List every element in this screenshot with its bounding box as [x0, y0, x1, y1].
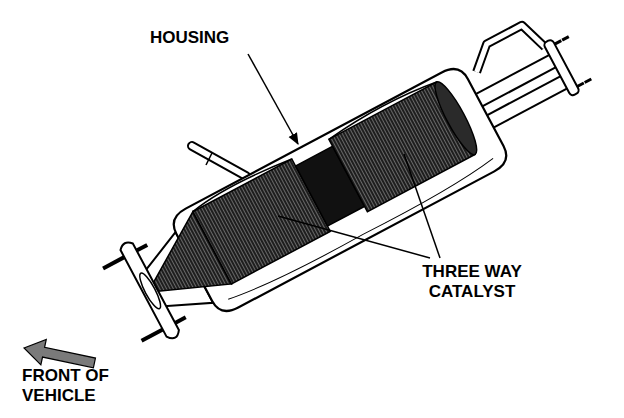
- inlet-flange: [97, 234, 191, 352]
- inlet-flange: [137, 245, 148, 251]
- three-way-catalyst: [191, 155, 292, 211]
- sensor-tube: [192, 146, 246, 176]
- inlet-flange: [142, 330, 163, 341]
- three-way-catalyst: [429, 78, 483, 159]
- outlet-pipes: [486, 81, 565, 123]
- outlet-flange: [543, 31, 594, 96]
- three-way-catalyst: [327, 78, 437, 139]
- sensor-tube: [192, 146, 246, 176]
- sensor-tube: [206, 153, 212, 165]
- converter-body: [95, 8, 609, 355]
- outlet-pipes: [467, 21, 545, 81]
- part-label: THREE WAY CATALYST: [408, 262, 536, 301]
- inlet-flange: [175, 317, 186, 323]
- outlet-flange: [583, 80, 586, 85]
- inlet-flange: [136, 271, 164, 311]
- leader-lines: [404, 154, 440, 258]
- outlet-flange: [560, 38, 563, 43]
- leader-lines: [248, 54, 440, 258]
- part-label: HOUSING: [150, 28, 280, 48]
- outlet-pipes: [467, 21, 545, 81]
- sensor-tube: [192, 146, 246, 176]
- leader-lines: [278, 216, 430, 258]
- outlet-pipes: [486, 81, 565, 123]
- outlet-flange: [555, 37, 569, 45]
- outlet-flange: [543, 39, 580, 97]
- inlet-flange: [119, 240, 182, 341]
- inlet-flange: [103, 257, 124, 268]
- leader-lines: [248, 54, 298, 144]
- outlet-flange: [577, 79, 591, 87]
- direction-label: FRONT OF VEHICLE: [22, 366, 122, 405]
